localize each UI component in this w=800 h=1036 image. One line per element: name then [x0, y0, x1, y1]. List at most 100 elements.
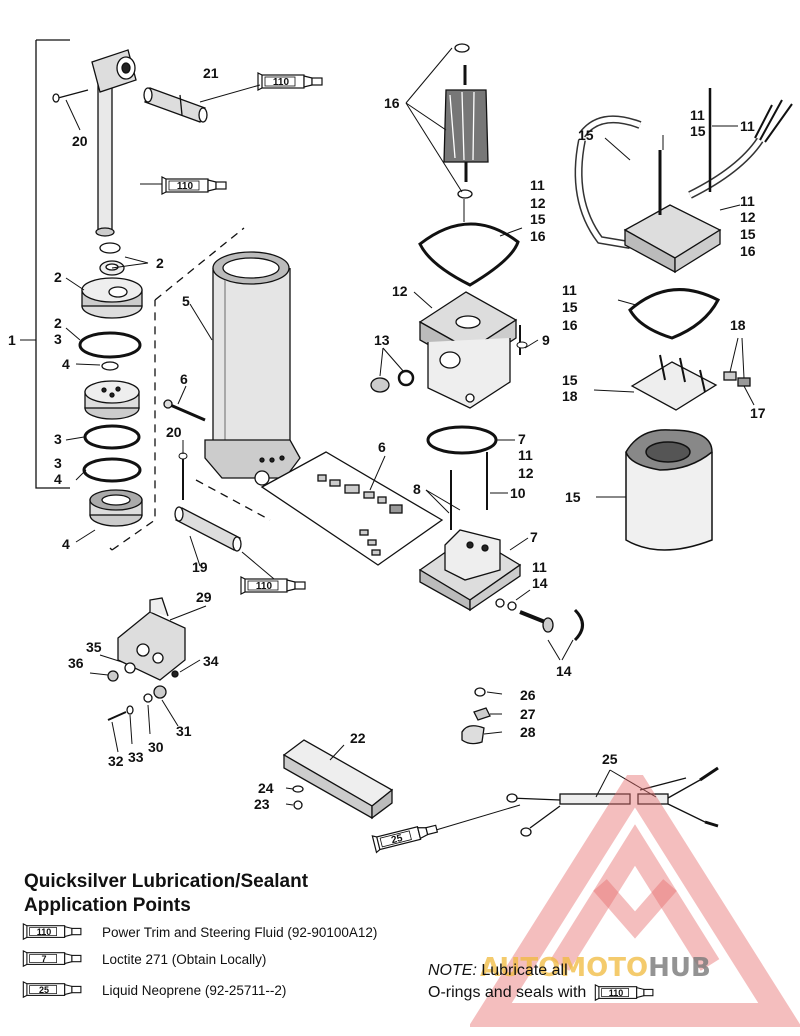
legend-title-line1: Quicksilver Lubrication/Sealant	[24, 871, 309, 892]
callout-22: 22	[350, 730, 366, 746]
callout-8: 8	[413, 481, 421, 497]
tube-25-wire: 25	[371, 819, 440, 854]
tube-110-a: 110	[257, 72, 323, 91]
legend-item-25: 25 Liquid Neoprene (92-25711--2)	[22, 979, 442, 1001]
callout-4: 4	[54, 471, 62, 487]
note-head: NOTE:	[428, 962, 477, 979]
callout-11: 11	[690, 107, 705, 123]
callout-11: 11	[530, 177, 545, 193]
callout-35: 35	[86, 639, 102, 655]
callout-15: 15	[530, 211, 546, 227]
callout-15: 15	[690, 123, 706, 139]
lubrication-note: NOTE: Lubricate all O-rings and seals wi…	[428, 960, 688, 1004]
tube-110-icon: 110	[594, 984, 654, 1001]
callout-11: 11	[740, 118, 755, 134]
svg-text:25: 25	[390, 833, 404, 846]
bracket-29	[107, 597, 186, 721]
wire-harness	[506, 766, 719, 837]
callout-12: 12	[392, 283, 408, 299]
callout-14: 14	[556, 663, 572, 679]
callout-18: 18	[730, 317, 746, 333]
callout-19: 19	[192, 559, 208, 575]
callout-14: 14	[532, 575, 548, 591]
callout-3: 3	[54, 331, 62, 347]
callout-11: 11	[532, 559, 547, 575]
callout-12: 12	[518, 465, 534, 481]
callout-28: 28	[520, 724, 536, 740]
legend-item-110: 110 Power Trim and Steering Fluid (92-90…	[22, 921, 442, 943]
svg-text:7: 7	[41, 954, 46, 964]
callout-13: 13	[374, 332, 390, 348]
callout-15: 15	[740, 226, 756, 242]
tube-25-icon: 25	[22, 981, 82, 998]
callout-21: 21	[203, 65, 219, 81]
tube-110-c: 110	[240, 576, 306, 595]
plug-13	[370, 369, 415, 393]
callout-15: 15	[562, 372, 578, 388]
callout-2: 2	[54, 269, 62, 285]
callout-16: 16	[562, 317, 578, 333]
brand-wordmark: AUTOMOTOHUB	[480, 953, 711, 983]
callout-33: 33	[128, 749, 144, 765]
callout-18: 18	[562, 388, 578, 404]
callout-7: 7	[530, 529, 538, 545]
legend-label: Liquid Neoprene (92-25711--2)	[102, 982, 287, 998]
callout-24: 24	[258, 780, 274, 796]
callout-34: 34	[203, 653, 219, 669]
callout-16: 16	[384, 95, 400, 111]
callout-7: 7	[518, 431, 526, 447]
callout-29: 29	[196, 589, 212, 605]
armature	[443, 43, 489, 199]
pump-body	[418, 291, 518, 409]
svg-text:110: 110	[256, 581, 273, 592]
trim-rod-assembly	[35, 39, 208, 551]
callout-6: 6	[378, 439, 386, 455]
legend-title-line2: Application Points	[24, 895, 191, 916]
callout-20: 20	[166, 424, 182, 440]
callout-1: 1	[8, 332, 16, 348]
callout-36: 36	[68, 655, 84, 671]
o-ring-7	[426, 425, 498, 455]
callout-3: 3	[54, 431, 62, 447]
callout-16: 16	[530, 228, 546, 244]
block-22	[282, 739, 394, 820]
callout-16: 16	[740, 243, 756, 259]
callout-3: 3	[54, 455, 62, 471]
callout-6: 6	[180, 371, 188, 387]
callout-20: 20	[72, 133, 88, 149]
callout-17: 17	[750, 405, 766, 421]
note-text: Lubricate all	[481, 962, 568, 979]
callout-5: 5	[182, 293, 190, 309]
legend-label: Loctite 271 (Obtain Locally)	[102, 951, 267, 967]
callout-11: 11	[740, 193, 755, 209]
valve-14	[495, 598, 584, 642]
legend-title: Quicksilver Lubrication/Sealant Applicat…	[24, 870, 384, 918]
leader-lines	[20, 47, 755, 831]
callout-12: 12	[740, 209, 756, 225]
legend-label: Power Trim and Steering Fluid (92-90100A…	[102, 924, 378, 940]
trim-cylinder	[204, 251, 301, 486]
screw-6	[163, 399, 206, 422]
gasket-16-right	[628, 288, 721, 340]
brush-plate	[630, 354, 751, 411]
callout-27: 27	[520, 706, 536, 722]
tube-7-icon: 7	[22, 950, 82, 967]
svg-text:25: 25	[39, 985, 49, 995]
callout-2: 2	[54, 315, 62, 331]
callout-32: 32	[108, 753, 124, 769]
callout-4: 4	[62, 536, 70, 552]
callout-25: 25	[602, 751, 618, 767]
motor-housing	[625, 429, 713, 551]
pin-19	[174, 506, 242, 552]
tube-110-icon: 110	[22, 923, 82, 940]
note-text: O-rings and seals with	[428, 984, 587, 1001]
callout-12: 12	[530, 195, 546, 211]
callout-15: 15	[562, 299, 578, 315]
callout-10: 10	[510, 485, 526, 501]
svg-text:110: 110	[177, 181, 194, 192]
callout-4: 4	[62, 356, 70, 372]
tube-110-b: 110	[161, 176, 227, 195]
svg-text:110: 110	[273, 77, 290, 88]
callout-11: 11	[562, 282, 577, 298]
callout-23: 23	[254, 796, 270, 812]
